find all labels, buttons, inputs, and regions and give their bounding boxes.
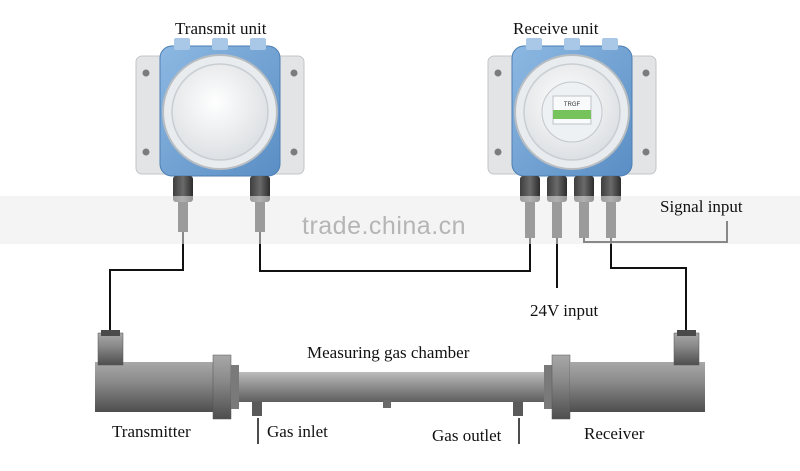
mount-screw (290, 148, 298, 156)
top-boss (250, 38, 266, 50)
cable-gland (520, 176, 540, 202)
mount-screw (142, 148, 150, 156)
transmitter-cap-top (101, 330, 120, 336)
wire-to-receiver (610, 238, 687, 330)
flange-left-ring (231, 365, 239, 409)
flange-right-ring (544, 365, 552, 409)
cable-gland (601, 176, 621, 202)
cable-gland (173, 176, 193, 202)
pipe-fitting (383, 400, 391, 408)
transmit-unit-label: Transmit unit (175, 19, 267, 38)
mount-screw (494, 69, 502, 77)
wire-transmit-to-receive (259, 232, 531, 272)
transmit-unit (135, 38, 305, 232)
measuring-chamber (95, 330, 705, 420)
wire-transmit-to-transmitter (109, 232, 184, 330)
transmitter-label: Transmitter (112, 422, 191, 441)
chamber-pipe (239, 372, 544, 402)
receiver-label: Receiver (584, 424, 645, 443)
gas-inlet-port (252, 402, 262, 416)
receiver-cap (673, 332, 700, 366)
gas-inlet-label: Gas inlet (267, 422, 328, 441)
receiver-cap-top (677, 330, 696, 336)
top-boss (212, 38, 228, 50)
flange-left (212, 354, 232, 420)
24v-input-label: 24V input (530, 301, 599, 320)
display-screen-text: TRGF (564, 102, 581, 108)
measuring-chamber-label: Measuring gas chamber (307, 343, 470, 362)
cable-gland (547, 176, 567, 202)
top-boss (564, 38, 580, 50)
gas-outlet-label: Gas outlet (432, 426, 502, 445)
display-green-bar (553, 110, 591, 119)
mount-screw (642, 69, 650, 77)
signal-input-label: Signal input (660, 197, 743, 216)
cover (171, 63, 269, 161)
top-boss (526, 38, 542, 50)
mount-screw (494, 148, 502, 156)
watermark-text: trade.china.cn (302, 212, 467, 240)
mount-screw (290, 69, 298, 77)
cable-gland (574, 176, 594, 202)
flange-right (551, 354, 571, 420)
receiver-body (570, 362, 705, 412)
mount-screw (642, 148, 650, 156)
receive-unit: TRGF (487, 38, 657, 238)
mount-screw (142, 69, 150, 77)
receive-unit-label: Receive unit (513, 19, 599, 38)
watermark-band (0, 196, 800, 244)
transmitter-body (95, 362, 215, 412)
top-boss (602, 38, 618, 50)
cable-gland (250, 176, 270, 202)
gas-outlet-port (513, 402, 523, 416)
top-boss (174, 38, 190, 50)
transmitter-cap (97, 332, 124, 366)
